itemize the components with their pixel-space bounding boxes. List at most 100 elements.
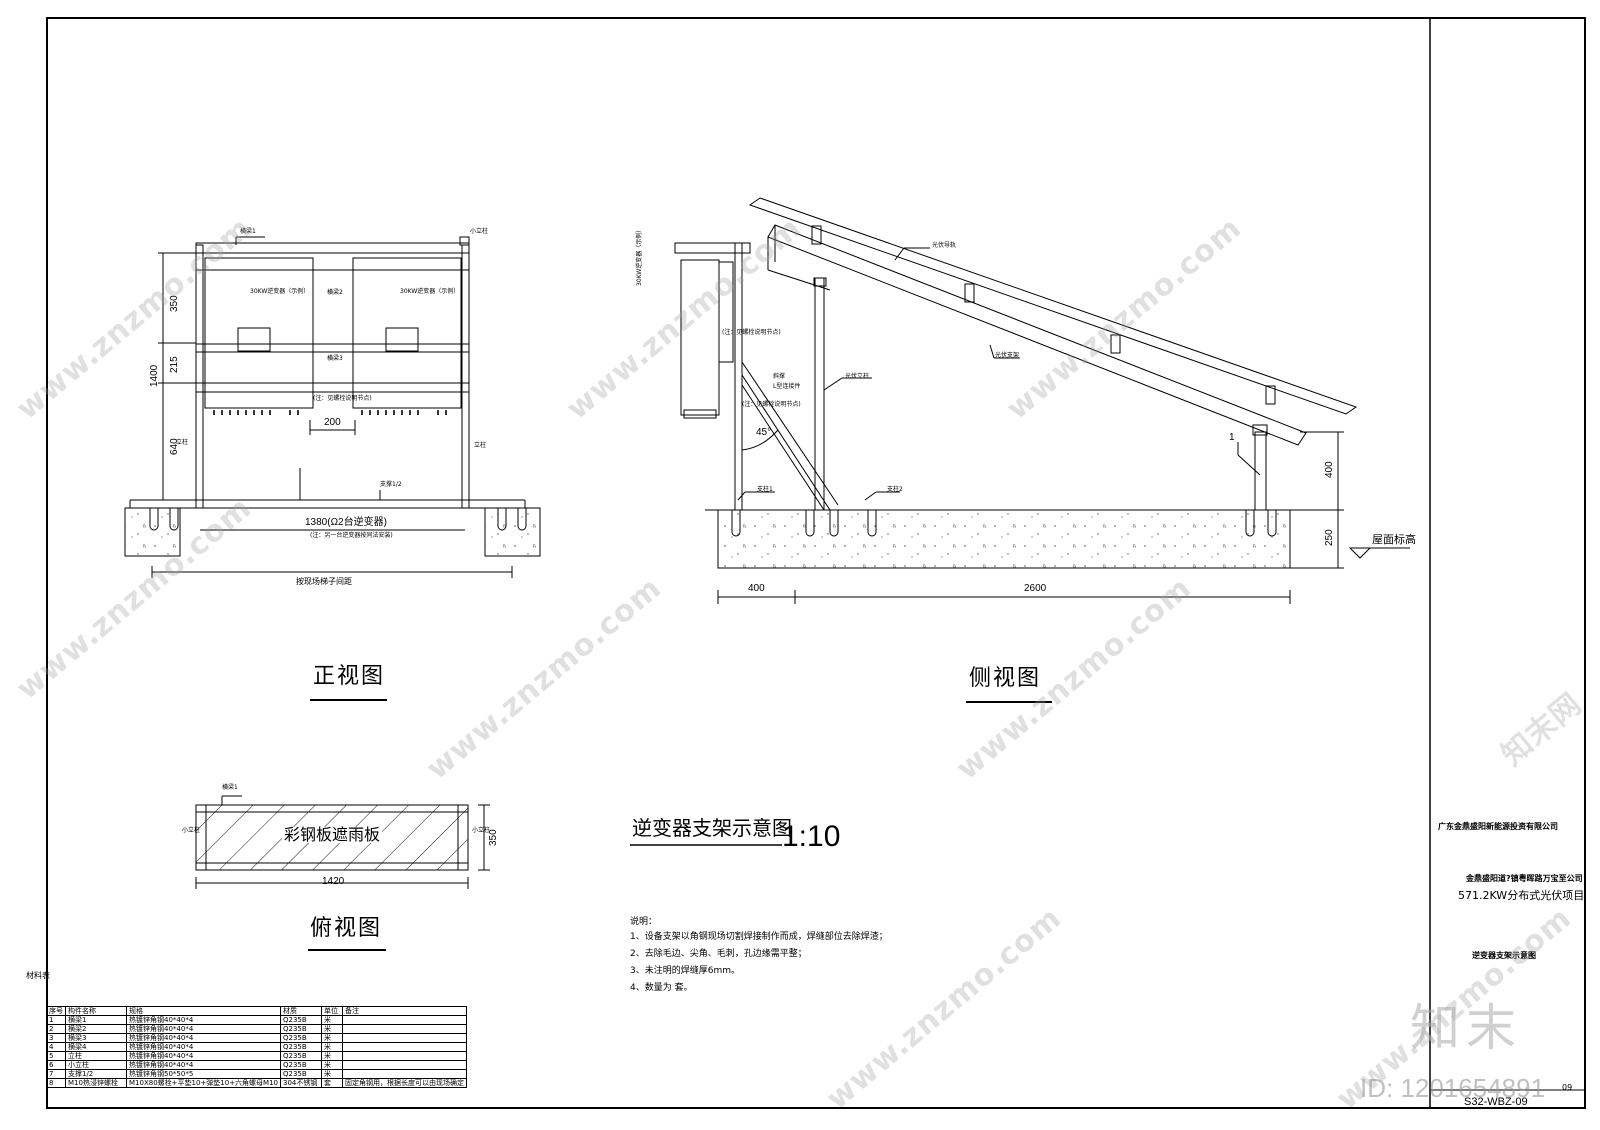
table-cell: 7 (46, 1069, 66, 1079)
title-block-drawing-name: 逆变器支架示意图 (1472, 951, 1536, 960)
table-cell (342, 1051, 468, 1061)
table-cell: 热镀锌角钢40*40*4 (125, 1024, 282, 1034)
label-inverter-left: 30KW逆变器（示例） (250, 288, 310, 295)
label-beam3: 横梁3 (327, 355, 343, 362)
table-cell: 6 (46, 1060, 66, 1070)
table-cell: Q235B (280, 1060, 323, 1070)
dim-200: 200 (324, 417, 341, 428)
table-cell (342, 1060, 468, 1070)
materials-caption: 材料表 (26, 971, 50, 980)
dim-top-350: 350 (488, 829, 499, 846)
main-title-scale: 1:10 (782, 820, 841, 853)
table-cell: 米 (321, 1033, 344, 1043)
note-4: 4、数量为 套。 (630, 983, 693, 993)
table-cell: 小立柱 (65, 1060, 127, 1070)
table-cell: 热镀锌角钢40*40*4 (125, 1015, 282, 1025)
label-post2: 支柱2 (887, 486, 903, 493)
side-view (674, 197, 1410, 604)
table-cell (342, 1033, 468, 1043)
label-small-post: 小立柱 (470, 228, 489, 235)
table-cell: 横梁1 (65, 1015, 127, 1025)
front-view-title: 正视图 (313, 664, 386, 689)
table-cell: 横梁3 (65, 1033, 127, 1043)
label-beam4-note: (注：另一台逆变器按同法安装) (310, 532, 393, 539)
title-block-project-1: 金鼎盛阳道?镇粤晖路万宝至公司 (1466, 874, 1583, 883)
table-cell: 8 (46, 1078, 66, 1088)
title-block-project-2: 571.2KW分布式光伏项目 (1458, 889, 1585, 902)
table-cell: 立柱 (65, 1051, 127, 1061)
callout-1: 1 (1229, 432, 1235, 443)
label-top-beam: 横梁1 (240, 228, 256, 235)
table-cell (342, 1024, 468, 1034)
notes-block: 说明： 1、设备支架以角钢现场切割焊接制作而成，焊缝部位去除焊渣； 2、去除毛边… (630, 918, 888, 993)
table-cell: M10热浸锌螺栓 (65, 1078, 127, 1088)
table-cell: Q235B (280, 1042, 323, 1052)
table-header: 规格 (125, 1006, 282, 1016)
table-cell (342, 1069, 468, 1079)
table-cell: 米 (321, 1051, 344, 1061)
table-cell: 横梁4 (65, 1042, 127, 1052)
label-side-bolt2: (注：见螺栓说明节点) (742, 401, 801, 408)
front-view (124, 236, 541, 578)
table-cell (342, 1015, 468, 1025)
table-cell: 热镀锌角钢50*50*5 (125, 1069, 282, 1079)
label-panel-rail: 光伏导轨 (932, 242, 957, 249)
dim-1400: 1400 (149, 364, 160, 387)
label-bolt-note: (注：见螺栓说明节点) (313, 395, 372, 402)
table-cell (342, 1042, 468, 1052)
dim-angle: 45° (756, 427, 772, 438)
label-beam2: 横梁2 (327, 289, 343, 296)
label-top-left: 小立柱 (182, 827, 201, 834)
table-cell: 1 (46, 1015, 66, 1025)
table-cell: 米 (321, 1060, 344, 1070)
table-cell: Q235B (280, 1069, 323, 1079)
title-block-sheet-no: 09 (1562, 1083, 1573, 1092)
label-base-note: 按现场梯子间距 (296, 577, 352, 586)
dim-side-h400: 400 (1324, 461, 1335, 478)
label-panel-support: 光伏支架 (995, 352, 1020, 359)
watermark-logo: 知末 (1410, 999, 1522, 1057)
table-header: 构件名称 (65, 1006, 127, 1016)
table-cell: 热镀锌角钢40*40*4 (125, 1060, 282, 1070)
table-cell: 米 (321, 1024, 344, 1034)
table-header: 备注 (342, 1006, 468, 1016)
table-cell: 米 (321, 1015, 344, 1025)
table-cell: Q235B (280, 1024, 323, 1034)
table-cell: Q235B (280, 1015, 323, 1025)
title-block-drawing-no: S32-WBZ-09 (1464, 1096, 1528, 1108)
table-cell: 热镀锌角钢40*40*4 (125, 1033, 282, 1043)
table-cell: 固定角钢用，根据长度可以由现场确定 (342, 1078, 468, 1088)
label-roof-level: 屋面标高 (1372, 533, 1416, 546)
table-header: 序号 (46, 1006, 66, 1016)
label-side-bolt: (注：见螺栓说明节点) (722, 329, 781, 336)
top-view-title: 俯视图 (310, 916, 383, 941)
label-right-post: 立柱 (474, 442, 487, 449)
dim-side-2600: 2600 (1024, 583, 1047, 594)
dim-top-1420: 1420 (322, 876, 345, 887)
label-top-beam-plan: 横梁1 (222, 784, 238, 791)
table-cell: Q235B (280, 1051, 323, 1061)
table-cell: 热镀锌角钢40*40*4 (125, 1051, 282, 1061)
label-rain-panel: 彩钢板遮雨板 (282, 825, 383, 844)
table-cell: 米 (321, 1042, 344, 1052)
label-support: 支撑1/2 (380, 481, 402, 488)
label-inverter-right: 30KW逆变器（示例） (400, 288, 460, 295)
watermark-id: ID: 1201654891 (1360, 1073, 1546, 1103)
table-cell: 4 (46, 1042, 66, 1052)
dim-side-h250: 250 (1324, 529, 1335, 546)
label-column: 光伏立柱 (845, 373, 870, 380)
outer-frame (46, 17, 1586, 1109)
note-2: 2、去除毛边、尖角、毛刺，孔边缘需平整； (630, 949, 807, 959)
table-cell: 米 (321, 1069, 344, 1079)
note-1: 1、设备支架以角钢现场切割焊接制作而成，焊缝部位去除焊渣； (630, 932, 888, 942)
label-side-inverter: 30KW逆变器（示例） (636, 226, 643, 286)
